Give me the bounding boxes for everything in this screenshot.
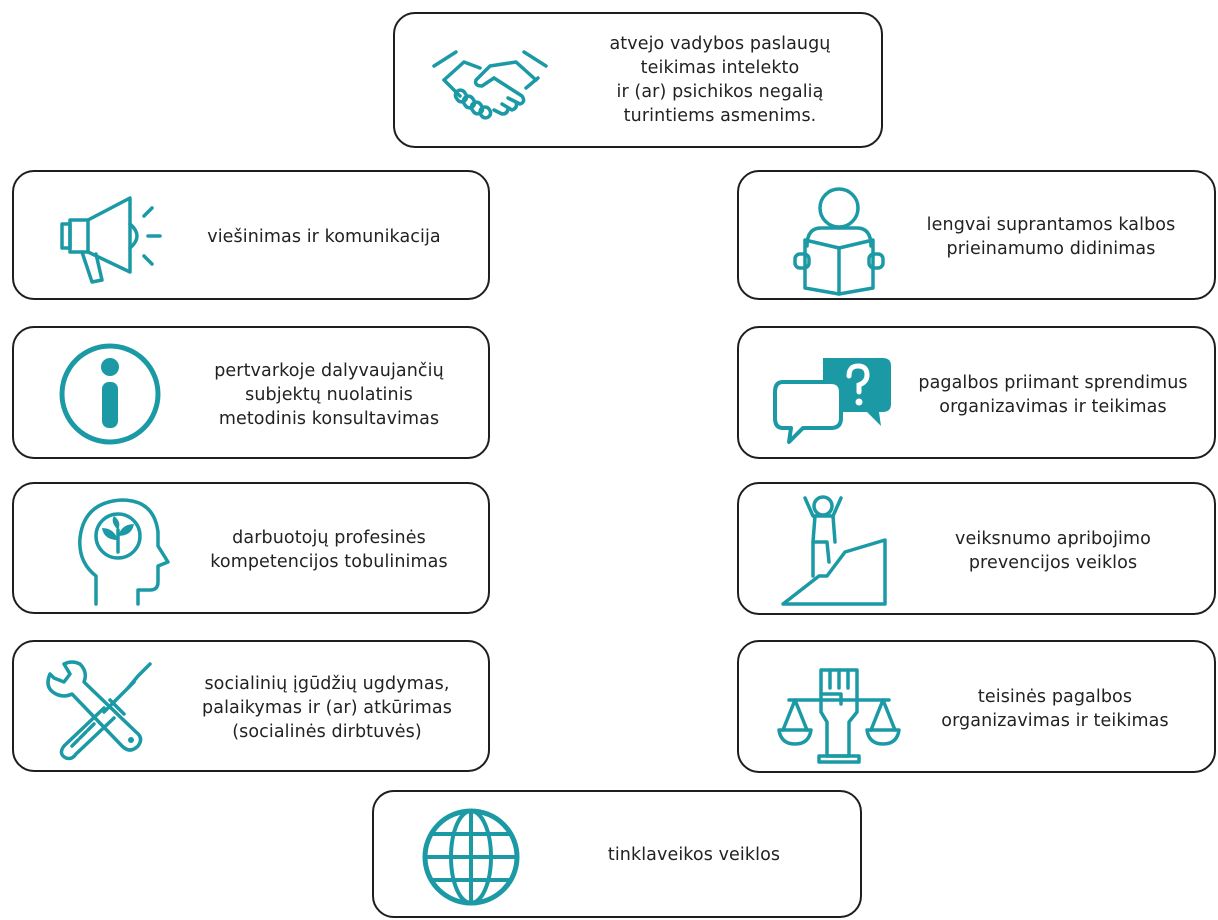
handshake-icon [430, 44, 550, 124]
globe-icon [420, 806, 522, 908]
card-prevention: veiksnumo apribojimo prevencijos veiklos [737, 482, 1216, 615]
card-prevention-label: veiksnumo apribojimo prevencijos veiklos [903, 494, 1203, 607]
card-publicity-label: viešinimas ir komunikacija [184, 182, 464, 292]
text-line: teikimas intelekto [640, 58, 800, 78]
text-line: pagalbos priimant sprendimus [918, 372, 1188, 393]
card-case-management: atvejo vadybos paslaugų teikimas intelek… [393, 12, 883, 148]
megaphone-icon [52, 190, 164, 286]
card-consulting: pertvarkoje dalyvaujančių subjektų nuola… [12, 326, 490, 459]
card-case-management-label: atvejo vadybos paslaugų teikimas intelek… [565, 22, 875, 138]
head-growth-icon [74, 496, 170, 606]
card-social-skills: socialinių įgūdžių ugdymas, palaikymas i… [12, 640, 490, 772]
text-line: socialinių įgūdžių ugdymas, [204, 674, 450, 694]
text-line: subjektų nuolatinis [245, 384, 413, 405]
tools-icon [44, 660, 156, 761]
text-line: darbuotojų profesinės [232, 528, 426, 548]
text-line: lengvai suprantamos kalbos [926, 215, 1176, 235]
card-decision-support-label: pagalbos priimant sprendimus organizavim… [903, 338, 1203, 451]
text-line: (socialinės dirbtuvės) [232, 722, 422, 742]
text-line: prevencijos veiklos [968, 552, 1138, 573]
card-consulting-label: pertvarkoje dalyvaujančių subjektų nuola… [184, 338, 474, 451]
text-line: tinklaveikos veiklos [607, 845, 781, 865]
climbing-person-icon [779, 492, 889, 608]
text-line: palaikymas ir (ar) atkūrimas [202, 698, 452, 718]
text-line: viešinimas ir komunikacija [207, 227, 441, 247]
text-line: veiksnumo apribojimo [955, 528, 1151, 549]
text-line: ir (ar) psichikos negalią [616, 82, 824, 102]
text-line: organizavimas ir teikimas [939, 396, 1167, 417]
text-line: prieinamumo didinimas [946, 239, 1156, 259]
text-line: teisinės pagalbos [977, 686, 1133, 707]
text-line: kompetencijos tobulinimas [210, 552, 448, 572]
text-line: turintiems asmenims. [623, 106, 817, 126]
card-social-skills-label: socialinių įgūdžių ugdymas, palaikymas i… [168, 652, 486, 764]
card-decision-support: pagalbos priimant sprendimus organizavim… [737, 326, 1216, 459]
person-reading-icon [791, 184, 887, 296]
text-line: atvejo vadybos paslaugų [609, 34, 831, 54]
text-line: organizavimas ir teikimas [941, 710, 1169, 731]
text-line: metodinis konsultavimas [218, 408, 440, 429]
info-icon [58, 342, 162, 446]
card-networking-label: tinklaveikos veiklos [544, 800, 844, 910]
justice-scales-fist-icon [775, 664, 903, 764]
speech-bubbles-question-icon [773, 354, 893, 446]
card-easy-language-label: lengvai suprantamos kalbos prieinamumo d… [901, 182, 1201, 292]
card-publicity: viešinimas ir komunikacija [12, 170, 490, 300]
card-networking: tinklaveikos veiklos [372, 790, 862, 918]
card-staff-competence: darbuotojų profesinės kompetencijos tobu… [12, 482, 490, 614]
text-line: pertvarkoje dalyvaujančių [214, 360, 444, 381]
card-easy-language: lengvai suprantamos kalbos prieinamumo d… [737, 170, 1216, 300]
card-legal-aid: teisinės pagalbos organizavimas ir teiki… [737, 640, 1216, 773]
card-legal-aid-label: teisinės pagalbos organizavimas ir teiki… [907, 652, 1203, 765]
card-staff-competence-label: darbuotojų profesinės kompetencijos tobu… [184, 494, 474, 606]
